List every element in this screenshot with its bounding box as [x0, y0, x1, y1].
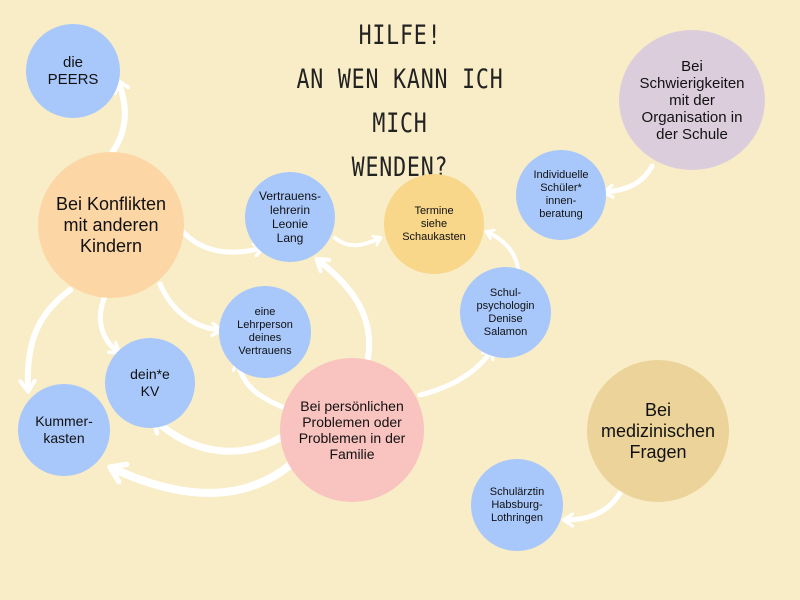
node-medizinisch: Bei medizinischen Fragen — [587, 360, 729, 502]
arrow-probleme-to-schulpsychologin — [417, 350, 495, 398]
arrow-probleme-to-kv — [155, 420, 294, 455]
arrow-konflikte-to-lehrperson — [157, 281, 220, 330]
node-peers: die PEERS — [26, 24, 120, 118]
node-probleme: Bei persönlichen Problemen oder Probleme… — [280, 358, 424, 502]
arrow-konflikte-to-vertrauenslehrerin — [180, 229, 262, 252]
arrow-konflikte-to-kummerkasten — [28, 287, 73, 390]
node-termine: Termine siehe Schaukasten — [384, 174, 484, 274]
arrow-vertrauenslehrerin-to-termine — [333, 238, 380, 248]
node-konflikte: Bei Konflikten mit anderen Kindern — [38, 152, 184, 298]
node-lehrperson: eine Lehrperson deines Vertrauens — [219, 286, 311, 378]
arrow-konflikte-to-kv — [97, 293, 118, 352]
arrow-schulerberatung-to-termine — [487, 232, 520, 270]
node-schulaerztin: Schulärztin Habsburg-Lothringen — [471, 459, 563, 551]
node-kummerkasten: Kummer-kasten — [18, 384, 110, 476]
arrow-schwierigkeiten-to-schulerberatung — [605, 163, 655, 192]
arrow-konflikte-to-peers — [109, 82, 125, 156]
node-vertrauenslehrerin: Vertrauens-lehrerin Leonie Lang — [245, 172, 335, 262]
arrow-probleme-to-vertrauenslehrerin — [318, 260, 373, 361]
title-line-1: HILFE! — [358, 20, 442, 51]
node-kv: dein*e KV — [105, 338, 195, 428]
title-line-2: AN WEN KANN ICH MICH — [296, 64, 504, 139]
node-schulpsychologin: Schul-psychologin Denise Salamon — [460, 267, 551, 358]
node-schulerberatung: Individuelle Schüler* innen-beratung — [516, 150, 606, 240]
arrow-probleme-to-kummerkasten — [112, 456, 300, 497]
page-title: HILFE! AN WEN KANN ICH MICH WENDEN? — [250, 14, 550, 190]
node-schwierigkeiten: Bei Schwierigkeiten mit der Organisation… — [619, 30, 765, 170]
